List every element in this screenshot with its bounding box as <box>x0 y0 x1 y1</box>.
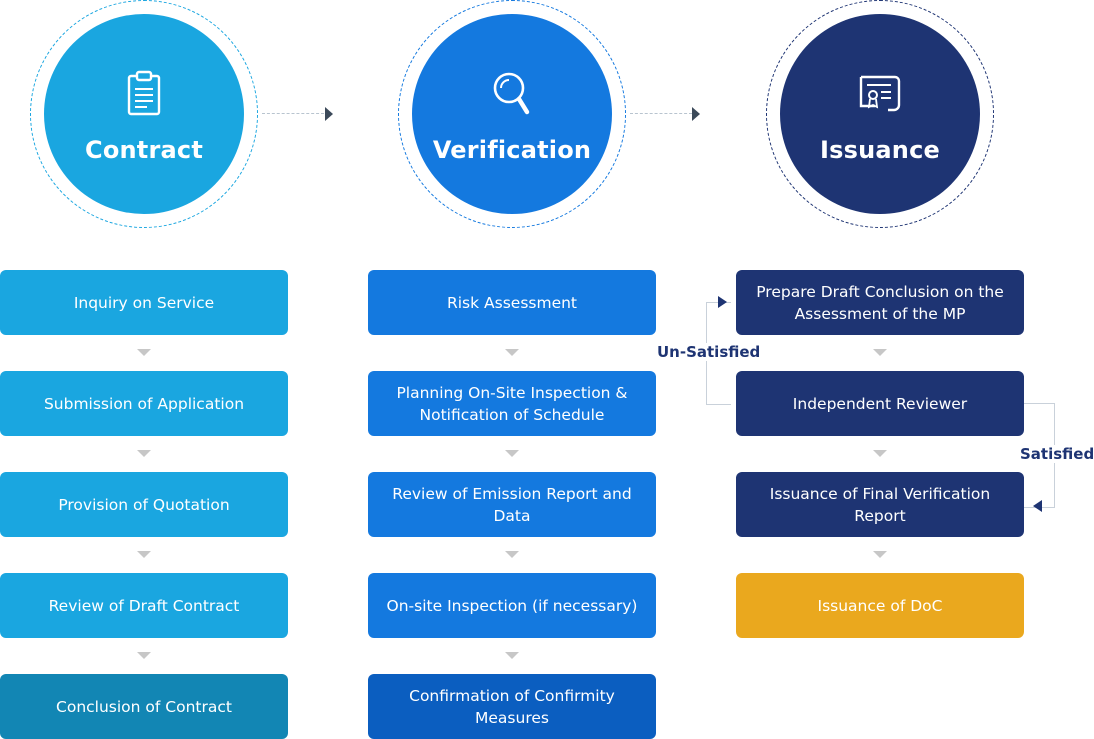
contract-step-3: Provision of Quotation <box>0 472 288 537</box>
verification-step-1: Risk Assessment <box>368 270 656 335</box>
contract-step-arrow-3 <box>137 551 151 558</box>
magnifier-icon <box>493 72 530 115</box>
contract-step-5: Conclusion of Contract <box>0 674 288 739</box>
verification-step-arrow-2 <box>505 450 519 457</box>
verification-step-arrow-3 <box>505 551 519 558</box>
contract-step-4: Review of Draft Contract <box>0 573 288 638</box>
verification-step-arrow-1 <box>505 349 519 356</box>
issuance-step-arrow-1 <box>873 349 887 356</box>
stage-verification: Verification <box>412 14 612 214</box>
satisfied-loop-arrow <box>1033 500 1042 512</box>
stage-contract: Contract <box>44 14 244 214</box>
verification-to-issuance-arrow <box>692 107 700 121</box>
verification-step-4: On-site Inspection (if necessary) <box>368 573 656 638</box>
issuance-step-3: Issuance of Final Verification Report <box>736 472 1024 537</box>
contract-step-arrow-4 <box>137 652 151 659</box>
contract-step-2: Submission of Application <box>0 371 288 436</box>
contract-step-arrow-2 <box>137 450 151 457</box>
issuance-step-2: Independent Reviewer <box>736 371 1024 436</box>
certificate-icon <box>859 75 901 112</box>
issuance-step-arrow-3 <box>873 551 887 558</box>
stage-issuance: Issuance <box>780 14 980 214</box>
stage-title-issuance: Issuance <box>820 136 940 164</box>
issuance-step-1: Prepare Draft Conclusion on the Assessme… <box>736 270 1024 335</box>
issuance-ring <box>766 0 994 228</box>
verification-to-issuance-connector <box>630 113 692 114</box>
verification-step-5: Confirmation of Confirmity Measures <box>368 674 656 739</box>
contract-ring <box>30 0 258 228</box>
verification-ring <box>398 0 626 228</box>
stage-title-contract: Contract <box>85 136 203 164</box>
clipboard-icon <box>127 70 161 116</box>
contract-step-1: Inquiry on Service <box>0 270 288 335</box>
issuance-step-4: Issuance of DoC <box>736 573 1024 638</box>
unsatisfied-loop-arrow <box>718 296 727 308</box>
contract-to-verification-connector <box>262 113 324 114</box>
verification-step-3: Review of Emission Report and Data <box>368 472 656 537</box>
issuance-step-arrow-2 <box>873 450 887 457</box>
verification-step-arrow-4 <box>505 652 519 659</box>
contract-step-arrow-1 <box>137 349 151 356</box>
contract-to-verification-arrow <box>325 107 333 121</box>
unsatisfied-label: Un-Satisfied <box>656 343 762 361</box>
stage-title-verification: Verification <box>432 136 592 164</box>
satisfied-label: Satisfied <box>1019 445 1094 463</box>
verification-step-2: Planning On-Site Inspection & Notificati… <box>368 371 656 436</box>
